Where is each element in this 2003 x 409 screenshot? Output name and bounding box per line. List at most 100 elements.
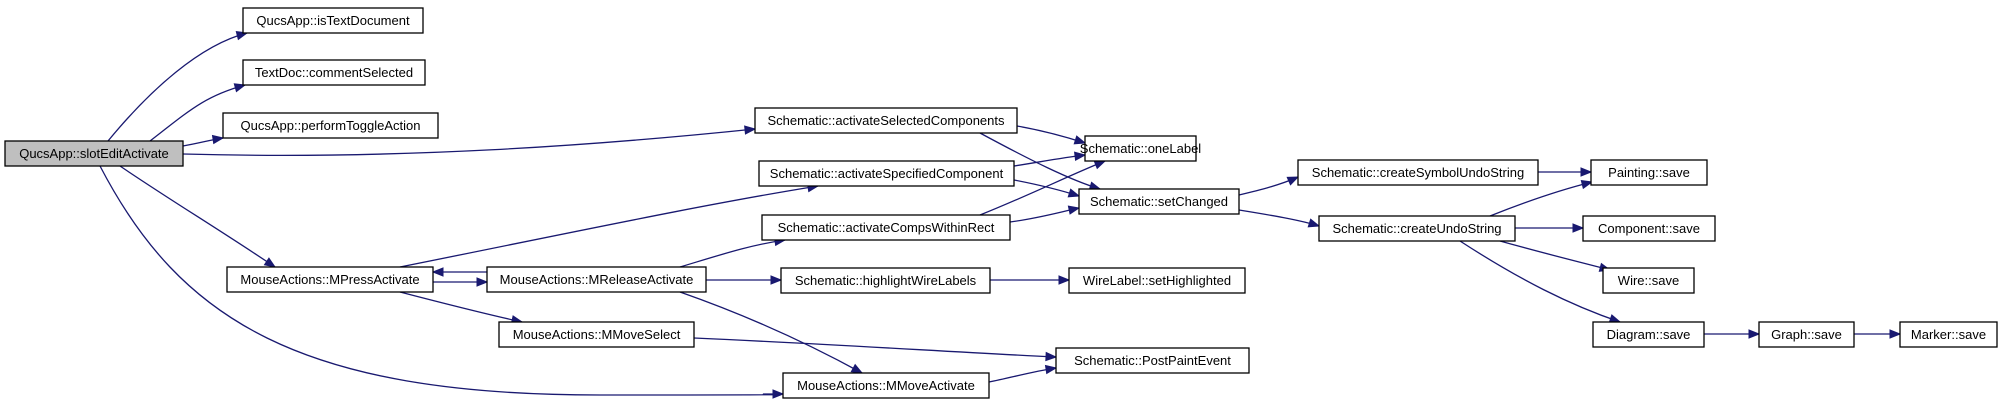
edge-arrowhead (1067, 188, 1081, 198)
node-MMoveActivate[interactable]: MouseActions::MMoveActivate (782, 372, 990, 399)
node-label: Schematic::activateSelectedComponents (767, 113, 1005, 128)
node-performToggleAction[interactable]: QucsApp::performToggleAction (222, 112, 439, 139)
node-markerSave[interactable]: Marker::save (1899, 321, 1998, 348)
node-box (1590, 159, 1708, 186)
node-box (486, 266, 707, 293)
node-label: WireLabel::setHighlighted (1083, 273, 1231, 288)
node-setHighlighted[interactable]: WireLabel::setHighlighted (1068, 267, 1246, 294)
node-isTextDocument[interactable]: QucsApp::isTextDocument (242, 7, 424, 34)
node-box (222, 112, 439, 139)
node-box (782, 372, 990, 399)
node-box (1084, 135, 1197, 162)
node-PostPaintEvent[interactable]: Schematic::PostPaintEvent (1055, 347, 1250, 374)
node-box (1318, 215, 1516, 242)
edge-line (119, 165, 276, 268)
edge-arrowhead (1058, 275, 1071, 285)
edge-createUndoString-to-paintingSave (1489, 179, 1594, 217)
edge-createSymbolUndoString-to-paintingSave (1537, 167, 1593, 177)
edge-line (1459, 240, 1621, 323)
edge-arrowhead (1748, 329, 1761, 339)
node-label: MouseActions::MReleaseActivate (500, 272, 694, 287)
node-box (780, 267, 991, 294)
node-box (242, 59, 426, 86)
edge-MMoveSelect-to-PostPaintEvent (693, 337, 1058, 362)
edge-arrowhead (1889, 329, 1902, 339)
node-wireSave[interactable]: Wire::save (1602, 267, 1695, 294)
node-label: Schematic::oneLabel (1080, 141, 1202, 156)
node-label: Marker::save (1911, 327, 1986, 342)
node-activateSpecifiedComponent[interactable]: Schematic::activateSpecifiedComponent (758, 160, 1015, 187)
node-paintingSave[interactable]: Painting::save (1590, 159, 1708, 186)
edge-arrowhead (1580, 167, 1593, 177)
edge-createUndoString-to-wireSave (1499, 240, 1612, 272)
node-setChanged[interactable]: Schematic::setChanged (1078, 188, 1240, 215)
node-createSymbolUndoString[interactable]: Schematic::createSymbolUndoString (1297, 159, 1539, 186)
edge-activateCompsWithinRect-to-setChanged (1009, 205, 1081, 223)
node-box (1899, 321, 1998, 348)
edge-createUndoString-to-diagramSave (1459, 240, 1622, 324)
edge-line (679, 291, 863, 374)
edge-arrowhead (772, 389, 785, 399)
edge-line (1499, 240, 1611, 271)
node-slotEditActivate[interactable]: QucsApp::slotEditActivate (4, 140, 184, 167)
node-commentSelected[interactable]: TextDoc::commentSelected (242, 59, 426, 86)
node-label: Painting::save (1608, 165, 1690, 180)
edge-MReleaseActivate-to-activateCompsWithinRect (679, 236, 787, 268)
edge-diagramSave-to-graphSave (1704, 329, 1761, 339)
node-label: Graph::save (1771, 327, 1842, 342)
edge-line (149, 84, 246, 142)
edge-line (693, 337, 1057, 358)
edge-MReleaseActivate-to-MPressActivate (431, 267, 487, 277)
node-box (226, 266, 434, 293)
node-box (1758, 321, 1855, 348)
edge-MPressActivate-to-MReleaseActivate (432, 277, 489, 287)
node-box (4, 140, 184, 167)
node-box (242, 7, 424, 34)
node-label: Schematic::createSymbolUndoString (1312, 165, 1524, 180)
edge-slotEditActivate-to-commentSelected (149, 83, 247, 142)
edge-line (399, 185, 819, 268)
node-label: MouseActions::MMoveSelect (513, 327, 681, 342)
edge-line (979, 160, 1106, 216)
edge-activateSelectedComponents-to-setChanged (979, 132, 1102, 191)
edge-setChanged-to-createSymbolUndoString (1238, 176, 1300, 196)
node-activateSelectedComponents[interactable]: Schematic::activateSelectedComponents (754, 107, 1018, 134)
edge-createUndoString-to-componentSave (1515, 223, 1585, 233)
edge-highlightWireLabels-to-setHighlighted (990, 275, 1071, 285)
node-label: QucsApp::slotEditActivate (19, 146, 169, 161)
node-label: MouseActions::MPressActivate (240, 272, 419, 287)
edge-arrowhead (476, 277, 489, 287)
node-label: Schematic::activateCompsWithinRect (778, 220, 995, 235)
node-label: Diagram::save (1607, 327, 1691, 342)
node-componentSave[interactable]: Component::save (1582, 215, 1716, 242)
call-nodes: QucsApp::slotEditActivate QucsApp::isText… (4, 7, 1998, 399)
node-oneLabel[interactable]: Schematic::oneLabel (1080, 135, 1202, 162)
edge-line (399, 291, 523, 323)
node-label: Schematic::createUndoString (1332, 221, 1501, 236)
edge-arrowhead (744, 125, 757, 135)
node-label: QucsApp::performToggleAction (241, 118, 421, 133)
node-graphSave[interactable]: Graph::save (1758, 321, 1855, 348)
node-MPressActivate[interactable]: MouseActions::MPressActivate (226, 266, 434, 293)
node-createUndoString[interactable]: Schematic::createUndoString (1318, 215, 1516, 242)
node-label: Schematic::highlightWireLabels (795, 273, 977, 288)
edge-MMoveActivate-to-PostPaintEvent (988, 364, 1058, 383)
node-box (1078, 188, 1240, 215)
edge-activateSpecifiedComponent-to-oneLabel (1013, 151, 1087, 167)
edge-MPressActivate-to-MMoveSelect (399, 291, 524, 325)
node-box (758, 160, 1015, 187)
node-highlightWireLabels[interactable]: Schematic::highlightWireLabels (780, 267, 991, 294)
node-MReleaseActivate[interactable]: MouseActions::MReleaseActivate (486, 266, 707, 293)
edge-arrowhead (1286, 176, 1300, 186)
edge-slotEditActivate-to-MMoveActivate (99, 165, 785, 399)
edge-arrowhead (1093, 160, 1107, 170)
edge-line (1238, 209, 1320, 227)
edge-arrowhead (1580, 179, 1594, 190)
edge-line (182, 128, 756, 156)
node-box (1068, 267, 1246, 294)
node-activateCompsWithinRect[interactable]: Schematic::activateCompsWithinRect (761, 214, 1011, 241)
node-MMoveSelect[interactable]: MouseActions::MMoveSelect (498, 321, 695, 348)
node-diagramSave[interactable]: Diagram::save (1592, 321, 1705, 348)
node-label: TextDoc::commentSelected (255, 65, 413, 80)
